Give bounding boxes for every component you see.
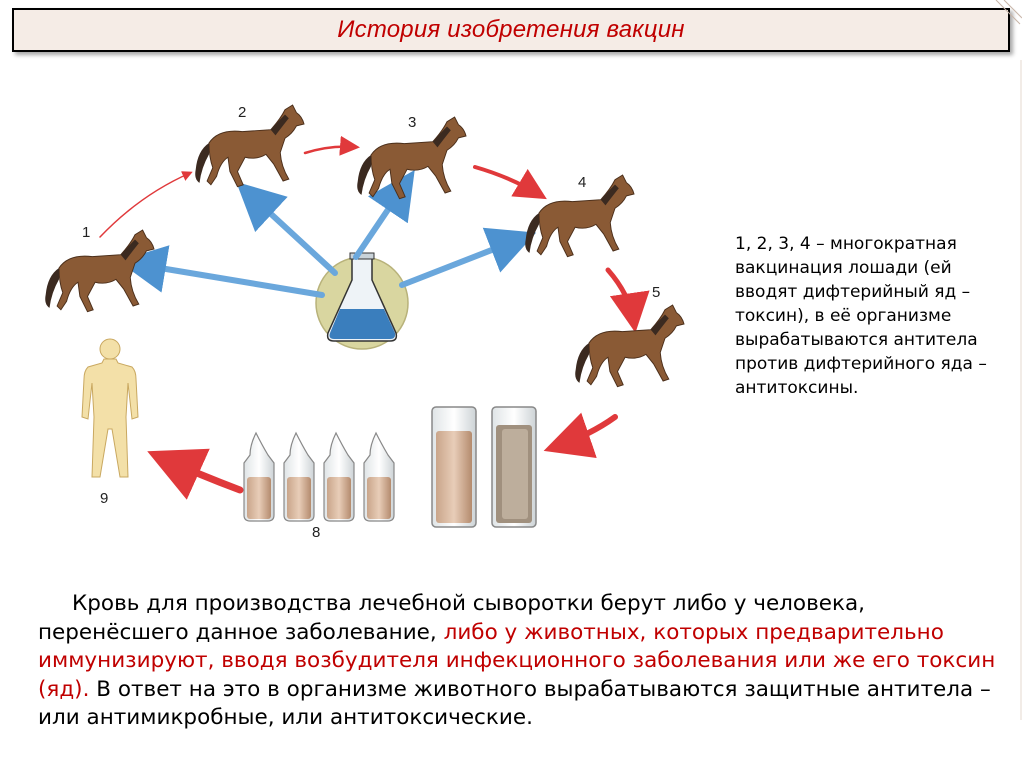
human-figure-icon	[81, 338, 139, 478]
label-1: 1	[82, 224, 90, 241]
paragraph-part-1: Кровь для производства лечебной сыворотк…	[38, 591, 865, 645]
paragraph-part-3: В ответ на это в организме животного выр…	[38, 676, 991, 731]
label-9: 9	[100, 490, 108, 507]
label-8: 8	[312, 524, 320, 541]
main-paragraph: Кровь для производства лечебной сыворотк…	[38, 590, 998, 733]
blood-tubes-icon	[431, 406, 537, 528]
horse-3-icon	[357, 116, 467, 200]
label-3: 3	[408, 114, 416, 131]
process-arrows	[99, 135, 650, 500]
label-2: 2	[238, 104, 246, 121]
vaccination-diagram: 1 2 3 4 5 8 9	[45, 104, 685, 541]
page-title: История изобретения вакцин	[337, 16, 685, 43]
horse-2-icon	[195, 104, 305, 188]
horse-1-icon	[45, 229, 155, 313]
label-5: 5	[652, 284, 660, 301]
corner-decoration	[995, 0, 1022, 25]
serum-ampoules-icon	[243, 431, 395, 522]
paragraph-part-2-highlighted: либо у животных, которых предварительно …	[38, 619, 996, 702]
horse-5-icon	[575, 304, 685, 388]
diagram-caption: 1, 2, 3, 4 – многократная вакцинация лош…	[735, 234, 987, 398]
corner-decoration-right	[1020, 60, 1022, 720]
horse-4-icon	[525, 174, 635, 258]
title-bar: История изобретения вакцин	[12, 8, 1010, 52]
label-4: 4	[578, 174, 586, 191]
flask-icon	[315, 252, 409, 350]
